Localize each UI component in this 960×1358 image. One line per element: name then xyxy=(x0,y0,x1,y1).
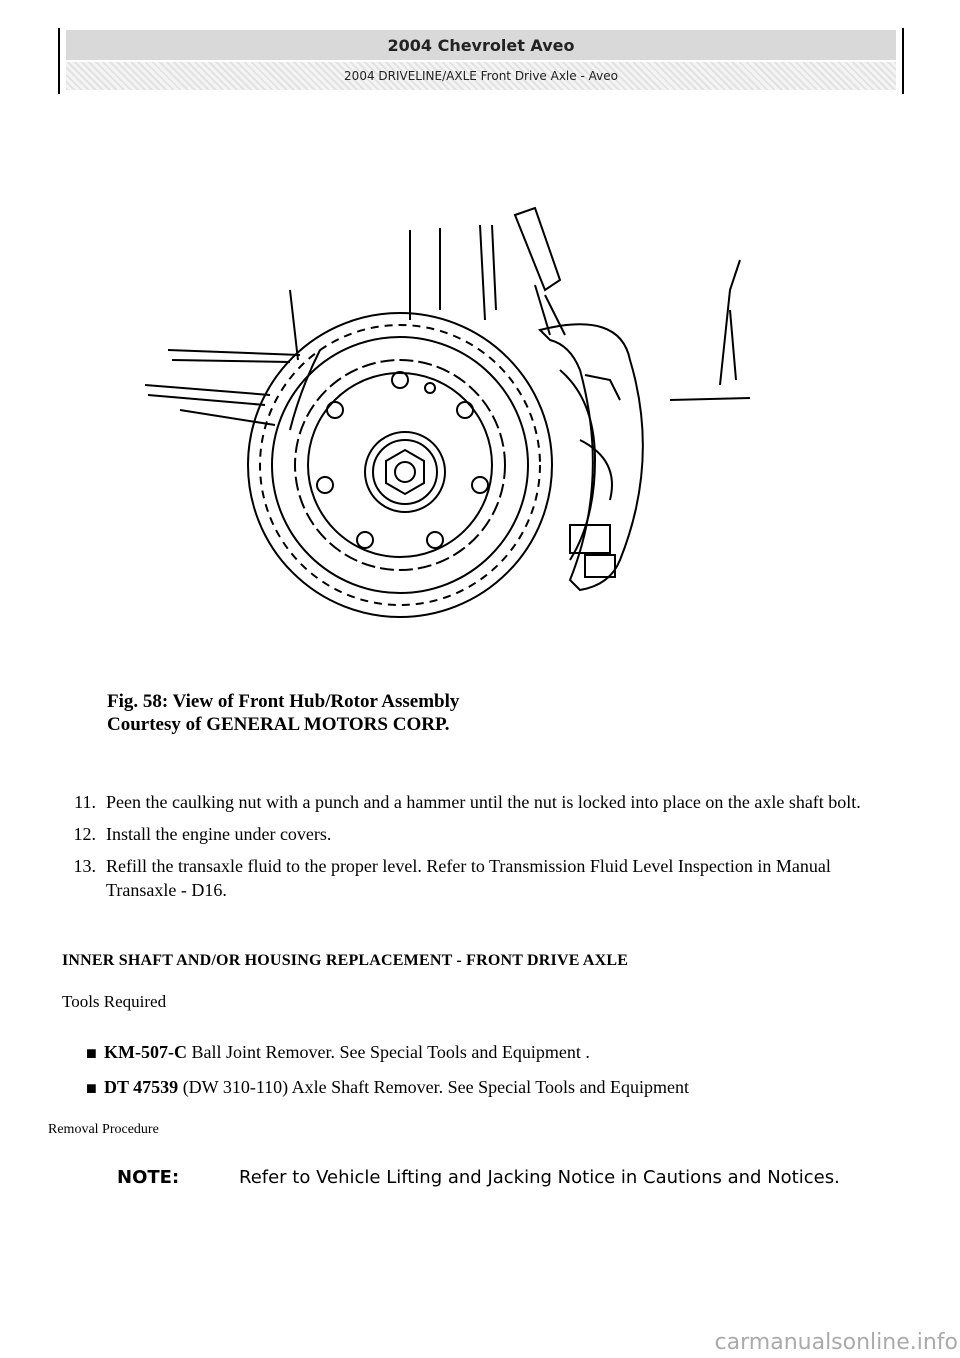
bullet-icon: ■ xyxy=(86,1078,97,1098)
step-item: 13. Refill the transaxle fluid to the pr… xyxy=(46,854,896,902)
tool-code: KM-507-C xyxy=(104,1042,187,1062)
note-text: Refer to Vehicle Lifting and Jacking Not… xyxy=(239,1167,840,1188)
tool-item: ■ DT 47539 (DW 310-110) Axle Shaft Remov… xyxy=(86,1075,906,1099)
tools-required-label: Tools Required xyxy=(62,992,167,1011)
page-header: 2004 Chevrolet Aveo 2004 DRIVELINE/AXLE … xyxy=(58,28,904,94)
step-number: 12. xyxy=(73,824,97,844)
tools-list: ■ KM-507-C Ball Joint Remover. See Speci… xyxy=(86,1040,906,1110)
tool-description: Ball Joint Remover. See Special Tools an… xyxy=(186,1042,590,1062)
step-text: Install the engine under covers. xyxy=(106,824,332,844)
step-text: Peen the caulking nut with a punch and a… xyxy=(106,792,861,812)
figure-caption: Fig. 58: View of Front Hub/Rotor Assembl… xyxy=(107,690,459,736)
header-subtitle: 2004 DRIVELINE/AXLE Front Drive Axle - A… xyxy=(66,62,896,90)
hub-rotor-drawing xyxy=(144,206,751,618)
step-text: Refill the transaxle fluid to the proper… xyxy=(106,856,831,900)
note-label: NOTE: xyxy=(117,1167,180,1188)
bullet-icon: ■ xyxy=(86,1043,97,1063)
caption-title: Fig. 58: View of Front Hub/Rotor Assembl… xyxy=(107,691,460,712)
caption-credit: Courtesy of GENERAL MOTORS CORP. xyxy=(107,714,450,735)
step-item: 11. Peen the caulking nut with a punch a… xyxy=(46,790,896,814)
tool-description: (DW 310-110) Axle Shaft Remover. See Spe… xyxy=(178,1077,690,1097)
step-item: 12. Install the engine under covers. xyxy=(46,822,896,846)
section-heading: INNER SHAFT AND/OR HOUSING REPLACEMENT -… xyxy=(62,952,629,969)
hub-rotor-figure xyxy=(140,200,780,650)
removal-procedure-label: Removal Procedure xyxy=(48,1122,159,1137)
procedure-steps: 11. Peen the caulking nut with a punch a… xyxy=(46,790,896,910)
step-number: 13. xyxy=(73,856,97,876)
footer-watermark: carmanualsonline.info xyxy=(638,1330,960,1358)
step-number: 11. xyxy=(74,792,96,812)
tool-item: ■ KM-507-C Ball Joint Remover. See Speci… xyxy=(86,1040,906,1064)
tool-code: DT 47539 xyxy=(104,1077,179,1097)
header-title: 2004 Chevrolet Aveo xyxy=(66,30,896,60)
